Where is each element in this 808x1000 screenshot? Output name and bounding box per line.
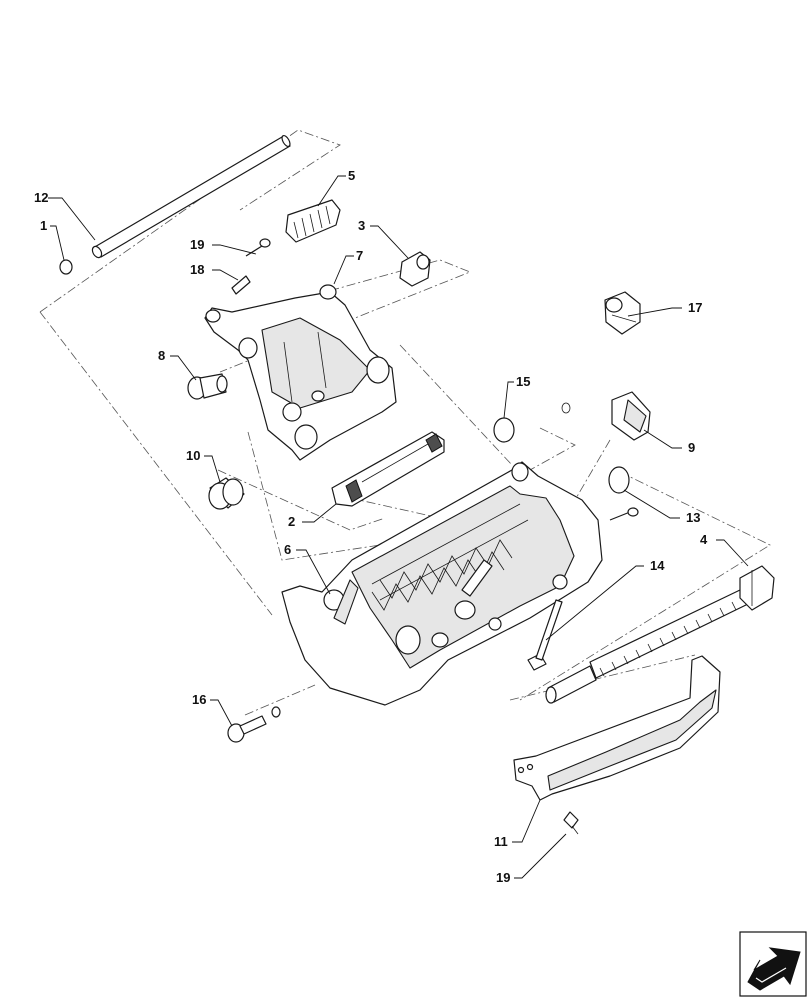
callout-17: 17 <box>688 300 702 315</box>
o-ring-part-1 <box>59 259 73 275</box>
bolt-part-14 <box>527 599 563 671</box>
callout-9: 9 <box>688 440 695 455</box>
clip-part-3 <box>399 251 431 287</box>
threaded-rod-part-4 <box>545 565 775 704</box>
washer-part-13 <box>608 466 630 494</box>
callout-19-bottom: 19 <box>496 870 510 885</box>
pedal-arm-part-11 <box>513 655 721 801</box>
callout-7: 7 <box>356 248 363 263</box>
callout-11: 11 <box>494 834 508 849</box>
slide-bar-part-2 <box>331 431 445 507</box>
callout-16: 16 <box>192 692 206 707</box>
clip-part-9 <box>611 391 651 441</box>
upper-pedal-bracket <box>204 284 397 461</box>
bushing-part-10 <box>208 477 245 510</box>
shaft-part-12 <box>91 134 291 259</box>
pin-part-8 <box>187 373 228 400</box>
stud-part-18 <box>231 275 251 295</box>
callout-2: 2 <box>288 514 295 529</box>
small-screw <box>609 507 639 521</box>
screw-part-19-bottom <box>563 811 579 835</box>
callout-6: 6 <box>284 542 291 557</box>
comb-bracket-part-5 <box>285 199 341 243</box>
callout-18: 18 <box>190 262 204 277</box>
callout-14: 14 <box>650 558 665 573</box>
next-page-arrow-icon[interactable] <box>739 931 807 997</box>
pedal-housing-part-6 <box>281 461 603 706</box>
washer-part-15 <box>493 417 515 443</box>
phantom-lines <box>39 129 771 716</box>
callout-15: 15 <box>516 374 530 389</box>
callout-1: 1 <box>40 218 47 233</box>
callout-labels: 12 1 19 18 5 3 7 17 8 15 9 10 2 13 6 4 1… <box>34 168 708 885</box>
cable-clamp-part-17 <box>604 291 641 335</box>
callout-4: 4 <box>700 532 708 547</box>
leader-lines <box>48 175 749 879</box>
callout-10: 10 <box>186 448 200 463</box>
screw-part-16 <box>227 706 281 743</box>
small-ring <box>561 402 571 414</box>
callout-3: 3 <box>358 218 365 233</box>
callout-13: 13 <box>686 510 700 525</box>
callout-8: 8 <box>158 348 165 363</box>
callout-12: 12 <box>34 190 48 205</box>
screw-part-19-top <box>245 238 271 257</box>
callout-19-top: 19 <box>190 237 204 252</box>
callout-5: 5 <box>348 168 355 183</box>
